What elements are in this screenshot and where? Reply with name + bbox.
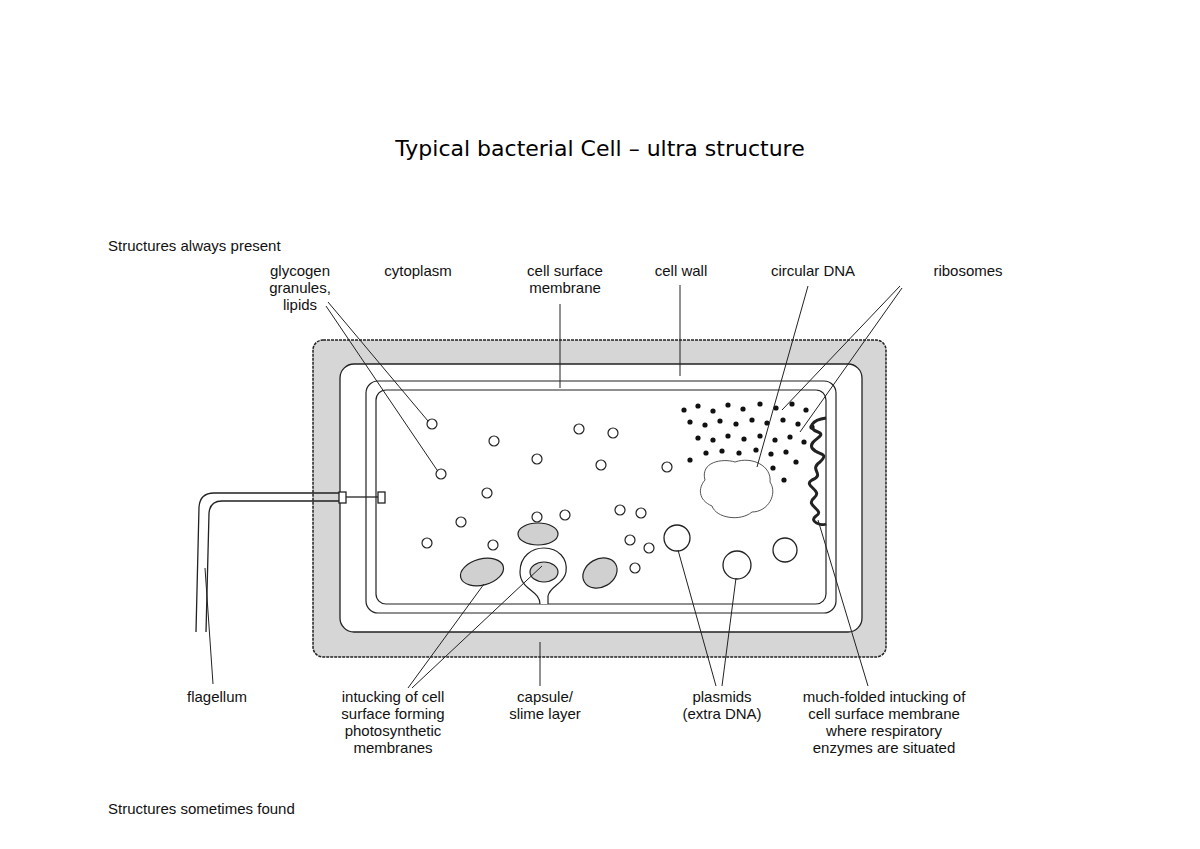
leader-lines — [205, 285, 902, 688]
diagram-title: Typical bacterial Cell – ultra structure — [395, 136, 804, 161]
part-label: ribosomes — [913, 262, 1023, 279]
part-label: flagellum — [167, 688, 267, 705]
part-label: cytoplasm — [363, 262, 473, 279]
section-heading: Structures sometimes found — [108, 800, 368, 817]
ribosomes-dots — [681, 401, 814, 482]
photosynthetic-membranes — [457, 523, 622, 604]
cell-wall — [340, 364, 862, 632]
part-label: cell surface membrane — [515, 262, 615, 296]
section-heading: Structures always present — [108, 237, 368, 254]
part-label: intucking of cell surface forming photos… — [333, 688, 453, 756]
circular-dna — [700, 460, 772, 517]
cell-membrane-outer — [366, 381, 836, 613]
part-label: circular DNA — [753, 262, 873, 279]
part-label: capsule/ slime layer — [504, 688, 586, 722]
capsule-layer — [313, 340, 886, 657]
flagellum-drawing — [196, 492, 385, 632]
part-label: much-folded intucking of cell surface me… — [799, 688, 969, 756]
part-label: cell wall — [631, 262, 731, 279]
folded-membrane — [809, 418, 826, 525]
part-label: plasmids (extra DNA) — [675, 688, 769, 722]
part-label: glycogen granules, lipids — [262, 262, 338, 313]
cell-membrane-inner — [376, 390, 826, 604]
